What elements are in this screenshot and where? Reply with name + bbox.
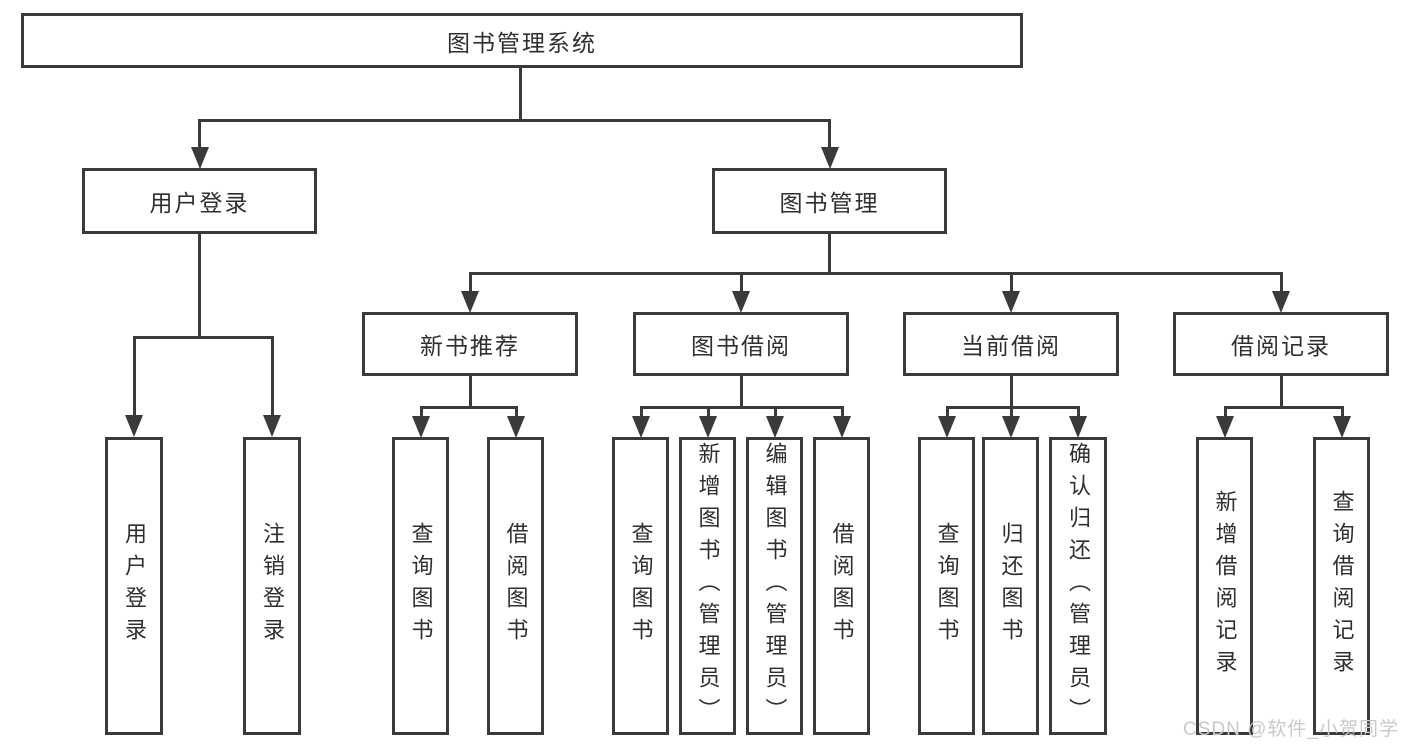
leaf-add-books-admin: 新增图书（管理员） [679, 437, 736, 735]
connector-line [419, 406, 423, 419]
connector-line [1279, 376, 1283, 409]
arrowhead-down-icon [732, 291, 750, 313]
connector-line [840, 406, 844, 419]
leaf-add-borrow-record: 新增借阅记录 [1196, 437, 1253, 735]
node-root-label: 图书管理系统 [447, 29, 597, 56]
arrowhead-down-icon [699, 416, 717, 438]
leaf-user-login-label: 用户登录 [122, 522, 147, 650]
connector-line [1009, 272, 1013, 293]
connector-line [639, 406, 643, 419]
arrowhead-down-icon [125, 415, 143, 437]
leaf-query-books-borrowing-label: 查询图书 [628, 522, 654, 650]
node-new-book-recommend: 新书推荐 [362, 312, 578, 376]
connector-line [828, 233, 831, 274]
arrowhead-down-icon [190, 147, 209, 169]
leaf-query-books-new-rec-label: 查询图书 [408, 522, 434, 650]
node-user-login-group: 用户登录 [82, 168, 317, 234]
node-book-management: 图书管理 [712, 168, 947, 234]
arrowhead-down-icon [1216, 416, 1234, 438]
connector-line [468, 272, 1283, 275]
arrowhead-down-icon [412, 416, 430, 438]
node-user-login-group-label: 用户登录 [149, 190, 250, 216]
connector-line [1009, 376, 1013, 409]
connector-line [468, 272, 472, 293]
arrowhead-down-icon [766, 416, 784, 438]
arrowhead-down-icon [1333, 416, 1351, 438]
connector-line [828, 119, 831, 149]
leaf-borrow-books-new-rec-label: 借阅图书 [503, 522, 529, 650]
arrowhead-down-icon [1272, 291, 1290, 313]
connector-line [132, 336, 274, 339]
connector-line [706, 406, 710, 419]
arrowhead-down-icon [632, 416, 650, 438]
leaf-query-borrow-record: 查询借阅记录 [1313, 437, 1370, 735]
connector-line [1009, 406, 1013, 419]
arrowhead-down-icon [1002, 291, 1020, 313]
connector-line [639, 406, 844, 409]
node-root: 图书管理系统 [21, 13, 1023, 68]
node-book-management-label: 图书管理 [779, 190, 880, 216]
leaf-return-books-label: 归还图书 [998, 522, 1024, 650]
connector-line [468, 376, 472, 409]
leaf-edit-books-admin: 编辑图书（管理员） [746, 437, 803, 735]
leaf-borrow-books-borrowing: 借阅图书 [813, 437, 870, 735]
leaf-logout-label: 注销登录 [260, 522, 285, 650]
node-new-book-recommend-label: 新书推荐 [420, 333, 520, 359]
arrowhead-down-icon [461, 291, 479, 313]
connector-line [198, 234, 201, 338]
arrowhead-down-icon [263, 415, 281, 437]
leaf-edit-books-admin-label: 编辑图书（管理员） [762, 442, 788, 730]
connector-line [945, 406, 949, 419]
connector-line [739, 272, 743, 293]
connector-line [519, 68, 522, 122]
node-book-borrowing-label: 图书借阅 [691, 333, 791, 359]
arrowhead-down-icon [833, 416, 851, 438]
node-borrowing-records-label: 借阅记录 [1231, 333, 1331, 359]
arrowhead-down-icon [507, 416, 525, 438]
leaf-confirm-return-admin-label: 确认归还（管理员） [1066, 442, 1091, 730]
connector-line [773, 406, 777, 419]
connector-line [1340, 406, 1344, 419]
leaf-query-books-borrowing: 查询图书 [612, 437, 669, 735]
arrowhead-down-icon [938, 416, 956, 438]
connector-line [1223, 406, 1227, 419]
watermark: CSDN @软件_小贺同学 [1183, 719, 1399, 740]
leaf-add-borrow-record-label: 新增借阅记录 [1212, 490, 1238, 682]
leaf-user-login: 用户登录 [105, 437, 163, 735]
connector-line [945, 406, 1080, 409]
leaf-borrow-books-new-rec: 借阅图书 [487, 437, 544, 735]
leaf-return-books: 归还图书 [982, 437, 1039, 735]
arrowhead-down-icon [1002, 416, 1020, 438]
connector-line [132, 336, 136, 417]
leaf-query-books-new-rec: 查询图书 [392, 437, 449, 735]
connector-line [1076, 406, 1080, 419]
arrowhead-down-icon [1069, 416, 1087, 438]
node-book-borrowing: 图书借阅 [633, 312, 849, 376]
node-current-borrowing: 当前借阅 [903, 312, 1119, 376]
leaf-query-books-current-label: 查询图书 [934, 522, 960, 650]
node-current-borrowing-label: 当前借阅 [961, 333, 1061, 359]
connector-line [419, 406, 518, 409]
arrowhead-down-icon [820, 147, 839, 169]
connector-line [270, 336, 274, 417]
leaf-add-books-admin-label: 新增图书（管理员） [695, 442, 721, 730]
leaf-query-borrow-record-label: 查询借阅记录 [1329, 490, 1355, 682]
leaf-borrow-books-borrowing-label: 借阅图书 [829, 522, 855, 650]
node-borrowing-records: 借阅记录 [1173, 312, 1389, 376]
connector-line [1223, 406, 1344, 409]
connector-line [739, 376, 743, 409]
connector-line [514, 406, 518, 419]
leaf-logout: 注销登录 [243, 437, 301, 735]
connector-line [1279, 272, 1283, 293]
connector-line [198, 119, 831, 122]
connector-line [198, 119, 201, 149]
leaf-query-books-current: 查询图书 [918, 437, 975, 735]
leaf-confirm-return-admin: 确认归还（管理员） [1049, 437, 1107, 735]
